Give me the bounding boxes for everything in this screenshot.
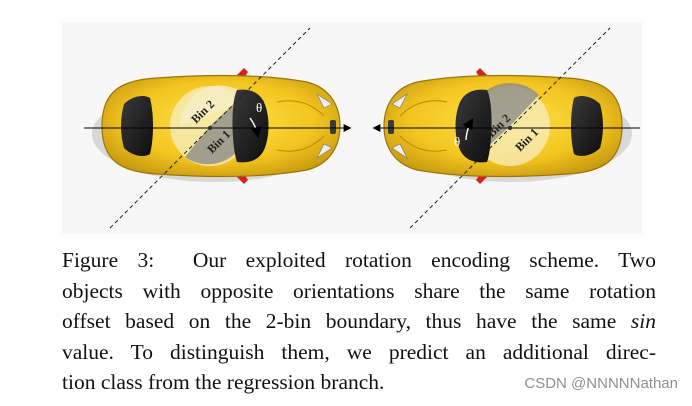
caption-line-1: Figure 3: Our exploited rotation encodin… xyxy=(62,245,656,276)
left-car-headlight-top xyxy=(316,93,333,109)
left-car-grille xyxy=(330,120,336,134)
left-car-hood-line-bottom xyxy=(276,135,325,152)
left-car-center-point xyxy=(207,125,213,131)
caption-line-1-text: Our exploited rotation encoding scheme. … xyxy=(192,248,656,272)
caption-line-5: tion class from the regression branch. xyxy=(62,370,385,394)
csdn-watermark: CSDN @NNNNNathan xyxy=(524,375,678,392)
right-car-hood-line-bottom xyxy=(399,135,448,152)
rotation-encoding-diagram: Bin 2 Bin 1 θ Bin 2 xyxy=(84,27,640,229)
right-car-grille xyxy=(388,120,394,134)
left-car-windshield xyxy=(232,89,269,163)
left-car-headlight-bottom xyxy=(316,143,333,159)
right-car-windshield xyxy=(455,89,492,163)
caption-math-sin: sin xyxy=(630,309,657,333)
caption-line-4: value. To distinguish them, we predict a… xyxy=(62,339,656,364)
right-car-rear-window xyxy=(571,96,603,156)
figure-image: Bin 2 Bin 1 θ Bin 2 xyxy=(62,22,642,234)
right-car-theta-arc xyxy=(462,118,474,141)
caption-line-2: objects with opposite orientations share… xyxy=(62,278,656,303)
caption-line-3: offset based on the 2-bin boundary, thus… xyxy=(62,306,656,337)
left-car-rear-window xyxy=(121,96,153,156)
right-car-center-point xyxy=(507,125,513,131)
caption-line-3-text: offset based on the 2-bin boundary, thus… xyxy=(62,309,617,333)
left-car-hood-line-top xyxy=(276,100,325,117)
caption-figure-label: Figure 3: xyxy=(62,248,155,272)
figure-caption: Figure 3: Our exploited rotation encodin… xyxy=(62,245,656,398)
right-car-hood-line-top xyxy=(399,100,448,117)
left-car-theta-arc xyxy=(249,117,262,139)
left-car: Bin 2 Bin 1 θ xyxy=(84,27,352,229)
right-car-headlight-bottom xyxy=(391,143,408,159)
right-car: Bin 2 Bin 1 θ xyxy=(372,27,640,229)
right-car-headlight-top xyxy=(391,93,408,109)
right-car-theta-label: θ xyxy=(454,134,460,149)
left-car-theta-label: θ xyxy=(256,100,262,115)
